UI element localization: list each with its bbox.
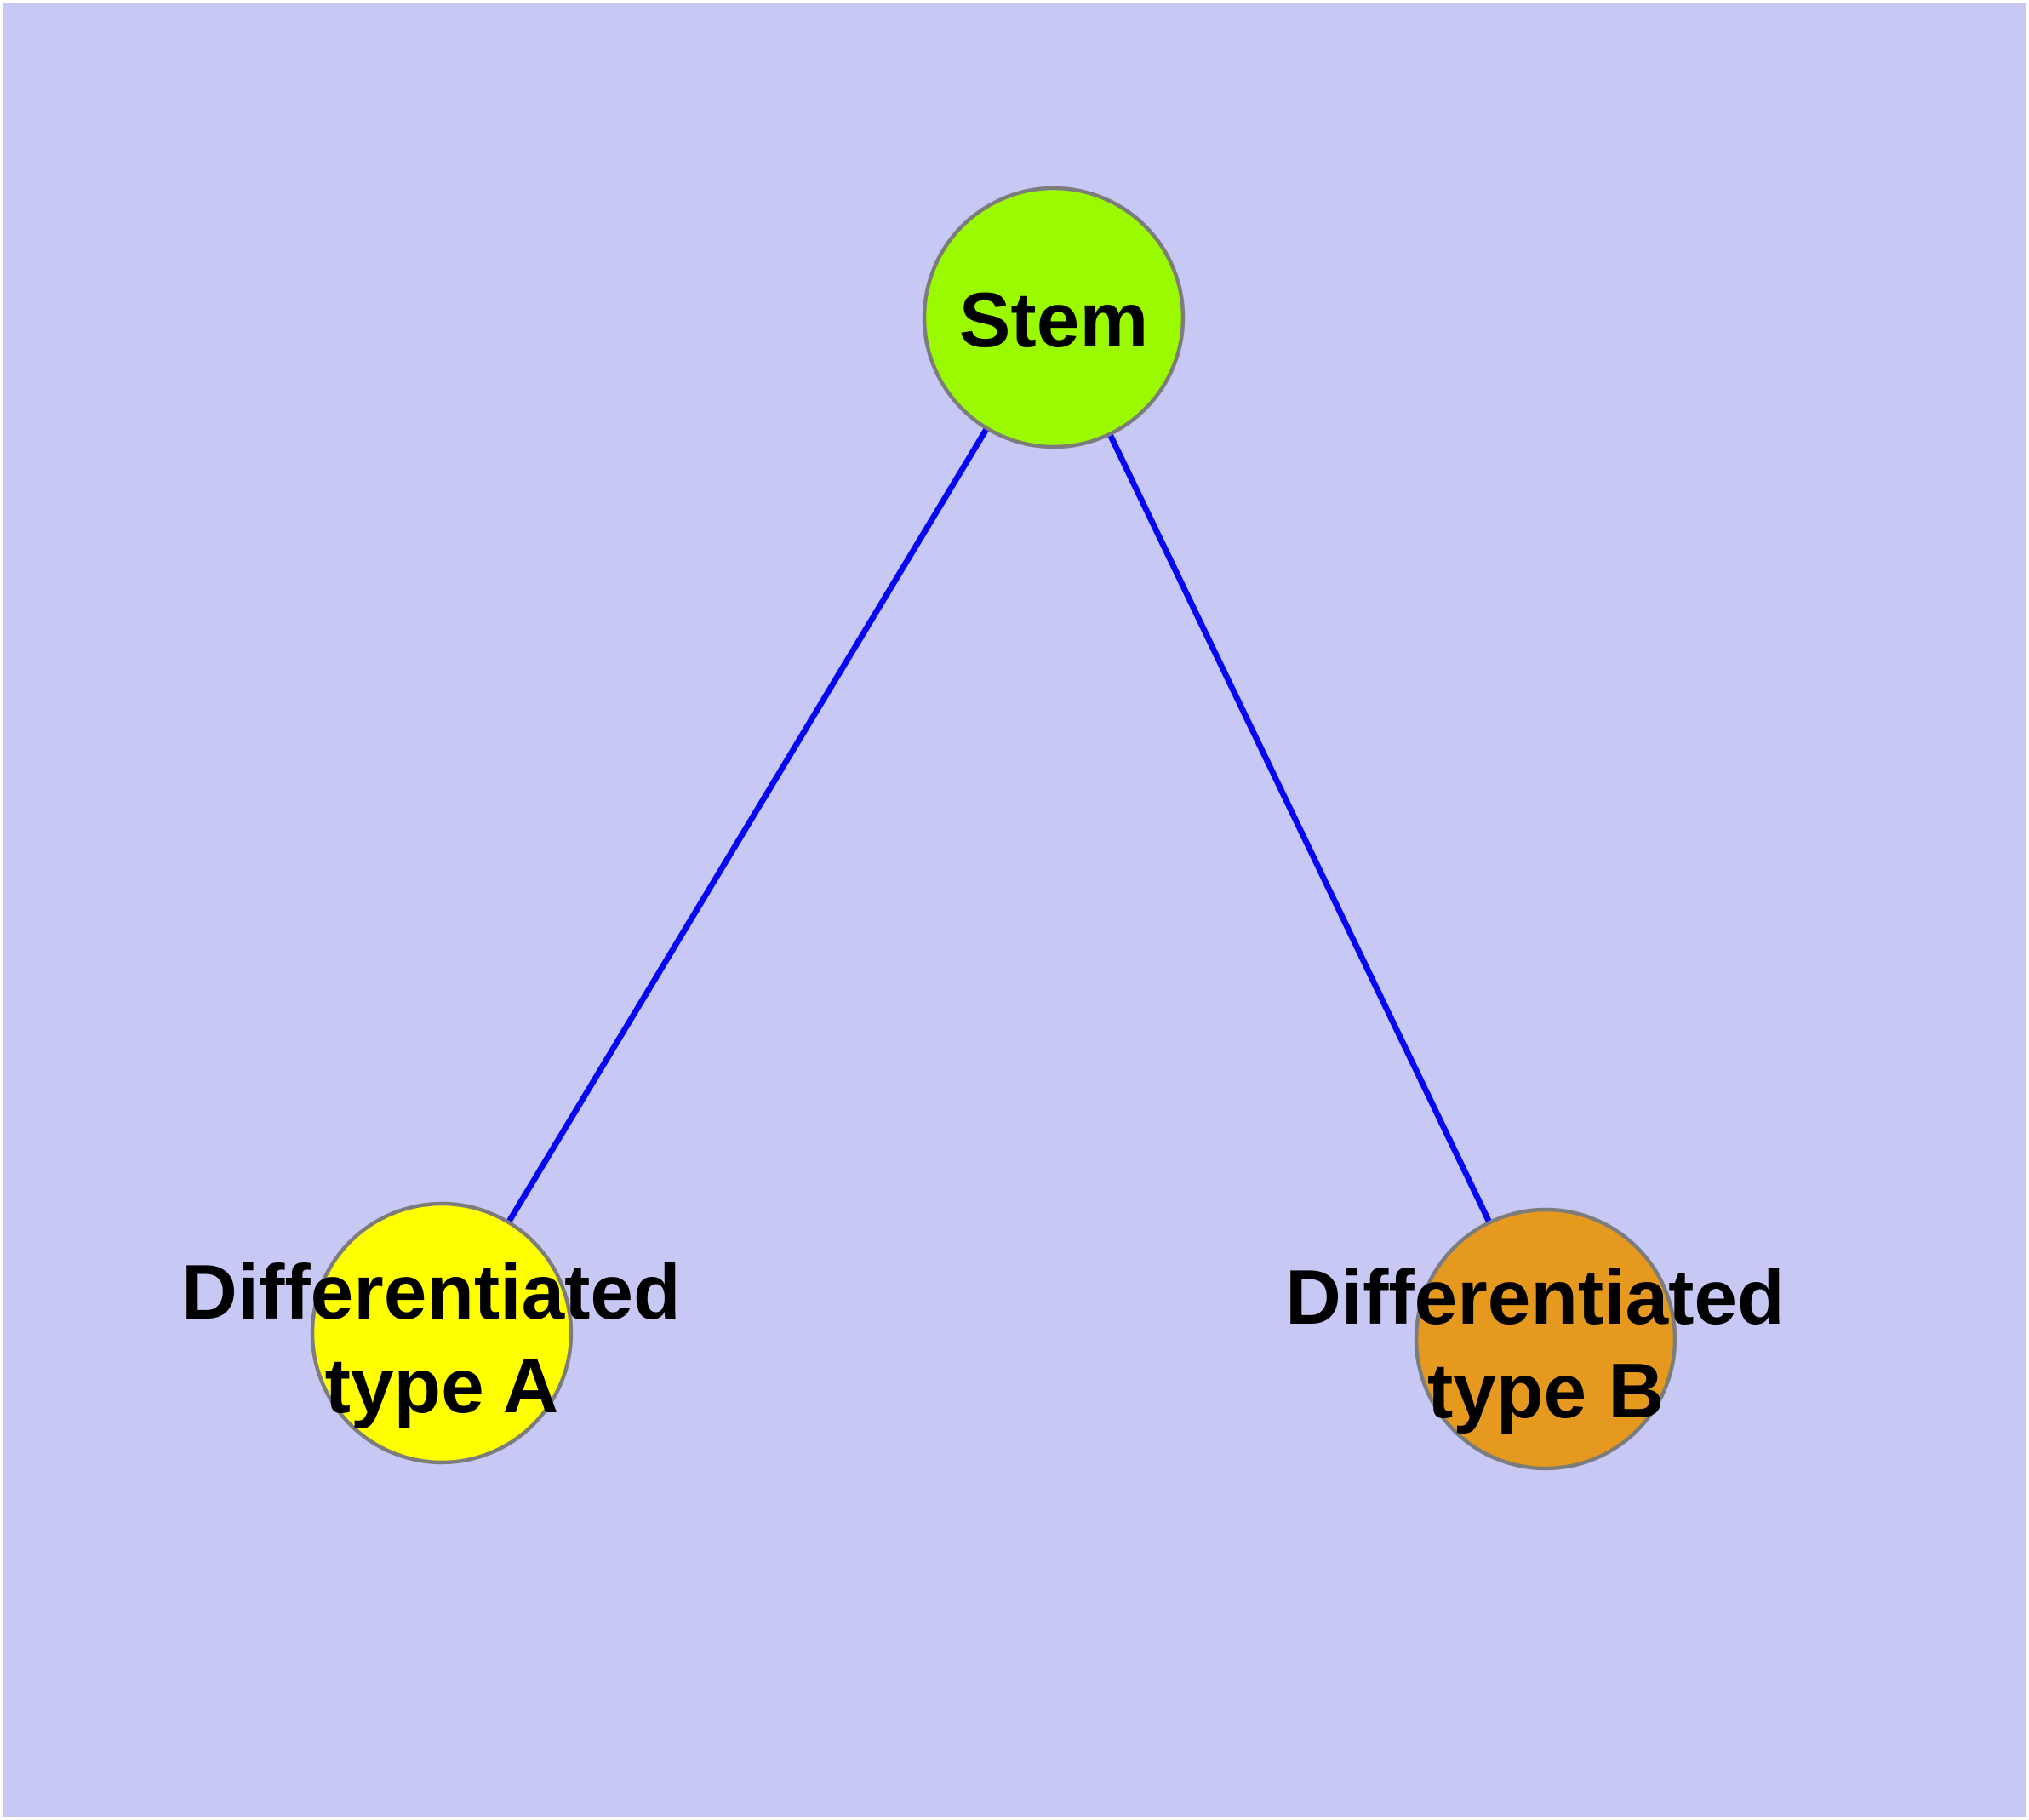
nodes bbox=[310, 186, 1677, 1471]
node-differentiated-type-a-circle bbox=[310, 1201, 574, 1465]
node-stem-label: Stem bbox=[959, 278, 1149, 363]
edges bbox=[439, 316, 1549, 1341]
node-differentiated-type-a-label-line2: type A bbox=[325, 1343, 559, 1429]
node-differentiated-type-a-label: Differentiated type A bbox=[181, 1250, 702, 1429]
node-stem-circle bbox=[922, 186, 1186, 449]
node-differentiated-type-b-label-line1: Differentiated bbox=[1285, 1255, 1785, 1341]
node-differentiated-type-b-circle bbox=[1414, 1207, 1677, 1471]
node-labels: Stem Differentiated type A Differentiate… bbox=[181, 278, 1806, 1434]
edge-stem-to-type-a bbox=[439, 316, 1056, 1335]
edge-stem-to-type-b bbox=[1050, 316, 1549, 1341]
node-differentiated-type-b-label: Differentiated type B bbox=[1285, 1255, 1806, 1434]
node-differentiated-type-a-label-line1: Differentiated bbox=[181, 1250, 681, 1336]
node-differentiated-type-b-label-line2: type B bbox=[1427, 1348, 1664, 1434]
